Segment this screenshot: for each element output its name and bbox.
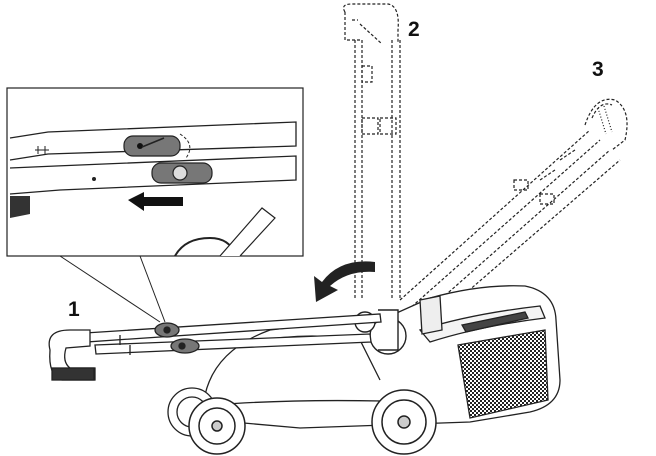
callout-leaders (59, 255, 166, 323)
position-label-3: 3 (592, 58, 604, 81)
handle-position-2 (342, 3, 401, 300)
curved-arrow-icon (314, 261, 375, 302)
front-wheel (188, 397, 246, 455)
position-label-2: 2 (408, 18, 420, 41)
rear-wheel (371, 389, 437, 455)
clamp-pad-upper (123, 135, 181, 157)
position-label-1: 1 (68, 298, 80, 321)
handle-position-1 (48, 313, 382, 381)
handle-position-3 (399, 98, 628, 331)
mower-deck (204, 285, 561, 429)
arrow-left-icon (128, 192, 183, 211)
detail-inset (6, 87, 304, 257)
